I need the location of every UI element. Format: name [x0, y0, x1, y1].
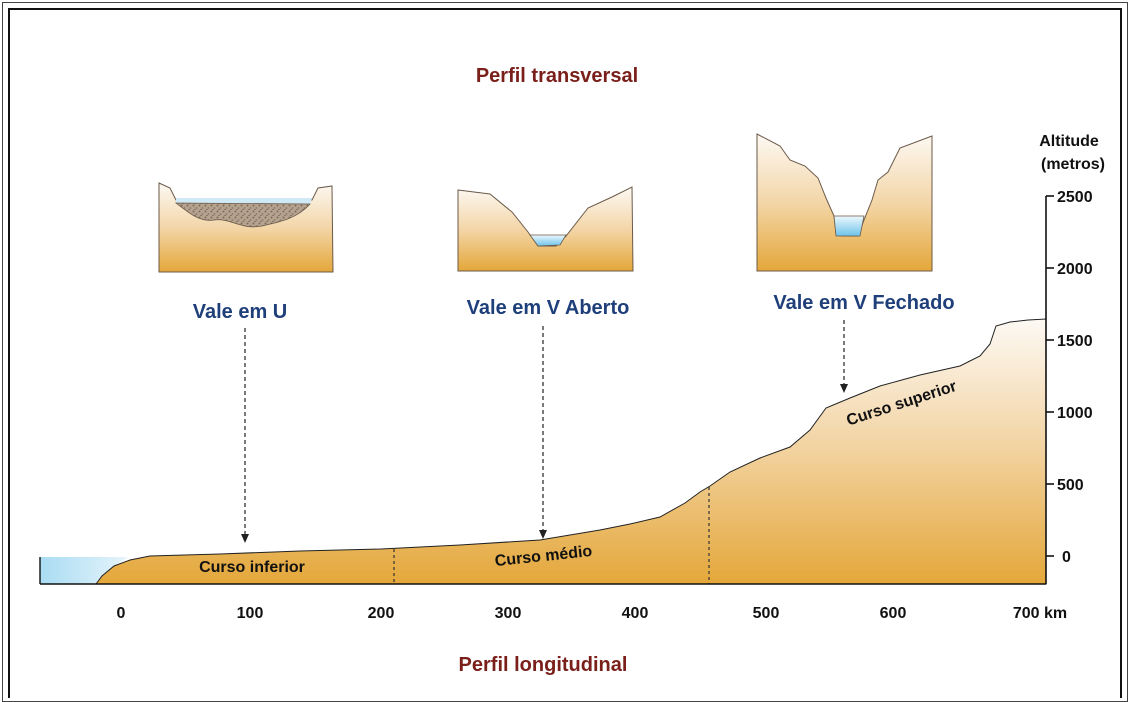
course-separators [393, 487, 710, 584]
y-axis [1045, 195, 1054, 584]
closed-v-valley-label: Vale em V Fechado [773, 292, 954, 314]
y-tick-1500: 1500 [1057, 333, 1093, 350]
pointer-arrows [241, 320, 848, 543]
y-tick-0: 0 [1062, 549, 1071, 566]
y-axis-title-line1: Altitude [1039, 133, 1099, 150]
x-tick-500: 500 [753, 605, 780, 622]
longitudinal-profile-title: Perfil longitudinal [459, 654, 628, 676]
x-tick-300: 300 [495, 605, 522, 622]
x-tick-0: 0 [117, 605, 126, 622]
transverse-profile-title: Perfil transversal [476, 65, 638, 87]
open-v-valley-cross-section [457, 186, 634, 272]
y-axis-title-line2: (metros) [1041, 156, 1105, 173]
y-tick-2000: 2000 [1057, 261, 1093, 278]
sea [40, 557, 128, 584]
u-valley-label: Vale em U [193, 301, 288, 323]
y-tick-500: 500 [1057, 477, 1084, 494]
closed-v-valley-cross-section [756, 133, 933, 272]
open-v-valley-label: Vale em V Aberto [467, 297, 630, 319]
river-profile-diagram: Perfil transversal Perfil longitudinal V… [39, 65, 1105, 676]
x-tick-200: 200 [368, 605, 395, 622]
u-valley-cross-section [158, 182, 334, 273]
x-tick-100: 100 [237, 605, 264, 622]
y-tick-1000: 1000 [1057, 405, 1093, 422]
x-tick-600: 600 [880, 605, 907, 622]
figure-frame [8, 8, 1122, 698]
x-axis [39, 557, 1046, 585]
x-tick-400: 400 [622, 605, 649, 622]
lower-course-label: Curso inferior [199, 559, 305, 576]
x-tick-700: 700 km [1013, 605, 1067, 622]
longitudinal-terrain [95, 318, 1047, 585]
y-tick-2500: 2500 [1057, 189, 1093, 206]
